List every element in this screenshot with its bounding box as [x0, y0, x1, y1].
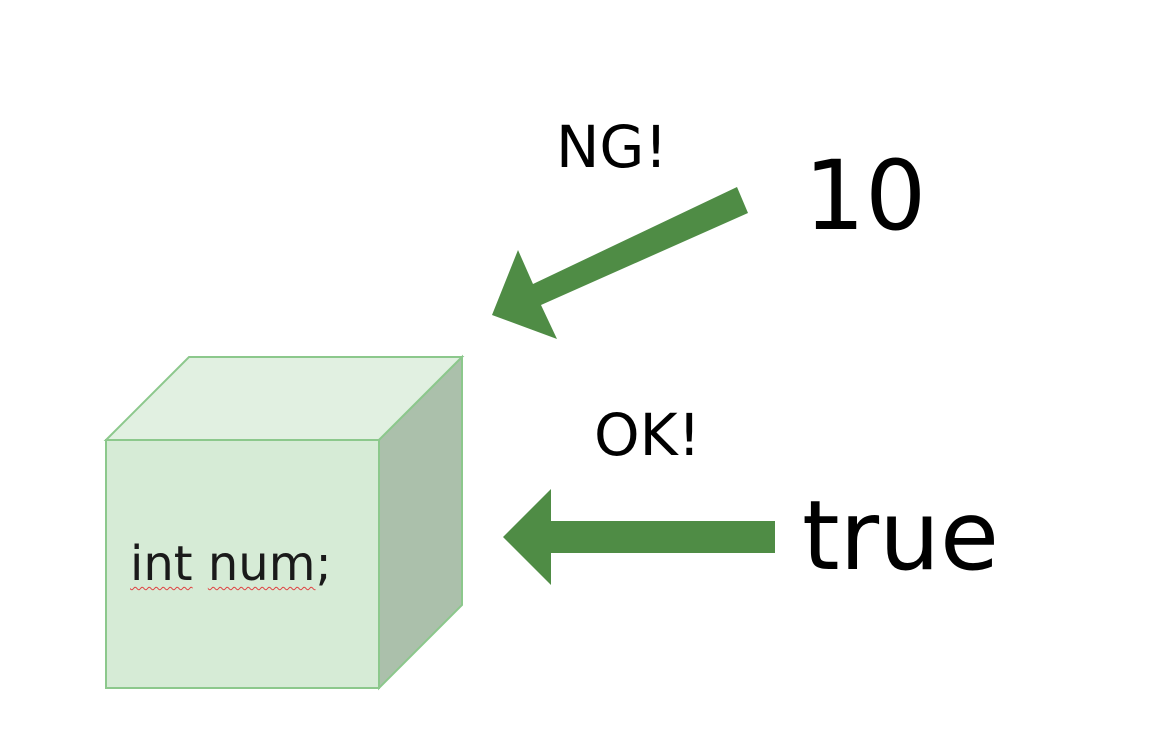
ok-arrow [503, 489, 775, 585]
ok-label: OK! [594, 401, 701, 469]
variable-name: num [207, 536, 316, 592]
rejected-value: 10 [804, 140, 927, 252]
ng-label: NG! [556, 113, 668, 181]
variable-box [103, 354, 465, 691]
accepted-value: true [802, 480, 1000, 592]
type-keyword: int [130, 536, 193, 592]
variable-declaration: int num; [130, 540, 332, 588]
statement-terminator: ; [315, 536, 332, 592]
ng-arrow [492, 187, 748, 339]
box-front-face [105, 439, 380, 689]
